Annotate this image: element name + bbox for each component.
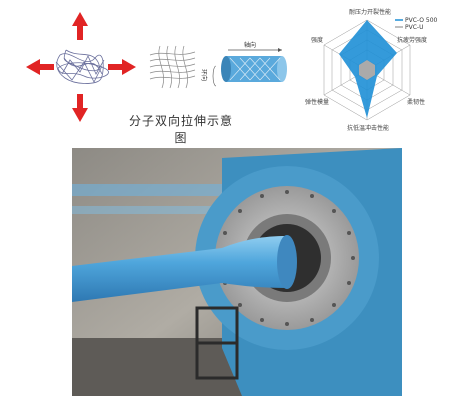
axis-label-fatigue: 抗疲劳强度 (397, 36, 427, 44)
arrow-up-icon (72, 12, 88, 40)
axis-label-strength: 强度 (311, 36, 323, 44)
pipe-support-stand (195, 306, 239, 380)
radar-legend: PVC-O 500 PVC-U (395, 17, 438, 31)
pvcu-series (359, 60, 375, 80)
axial-label: 轴向 (244, 41, 256, 49)
biaxial-mesh-icon (149, 45, 196, 89)
orientation-diagram: 轴向 环向 (26, 8, 438, 132)
hoop-label: 环向 (200, 69, 208, 81)
arrow-down-icon (72, 94, 88, 122)
arrow-left-icon (26, 59, 54, 75)
axis-label-impact: 抗低温冲击性能 (347, 124, 389, 132)
extrusion-photo (72, 148, 402, 396)
radar-chart: PVC-O 500 PVC-U 耐压力开裂性能 抗疲劳强度 柔韧性 抗低温冲击性… (305, 8, 438, 132)
arrow-right-icon (108, 59, 136, 75)
legend-pvcu: PVC-U (405, 24, 423, 31)
tangled-molecule-icon (55, 49, 109, 84)
axis-label-flex: 柔韧性 (407, 98, 425, 106)
oriented-pipe-icon: 轴向 环向 (200, 41, 287, 87)
stretch-arrows (26, 12, 136, 122)
diagram-caption: 分子双向拉伸示意图 (128, 114, 233, 145)
extruder-machine (195, 148, 402, 396)
legend-pvco: PVC-O 500 (405, 17, 438, 24)
axis-label-modulus: 弹性模量 (305, 98, 329, 106)
axis-label-crack: 耐压力开裂性能 (349, 8, 391, 16)
blue-pvc-pipe (72, 235, 297, 302)
